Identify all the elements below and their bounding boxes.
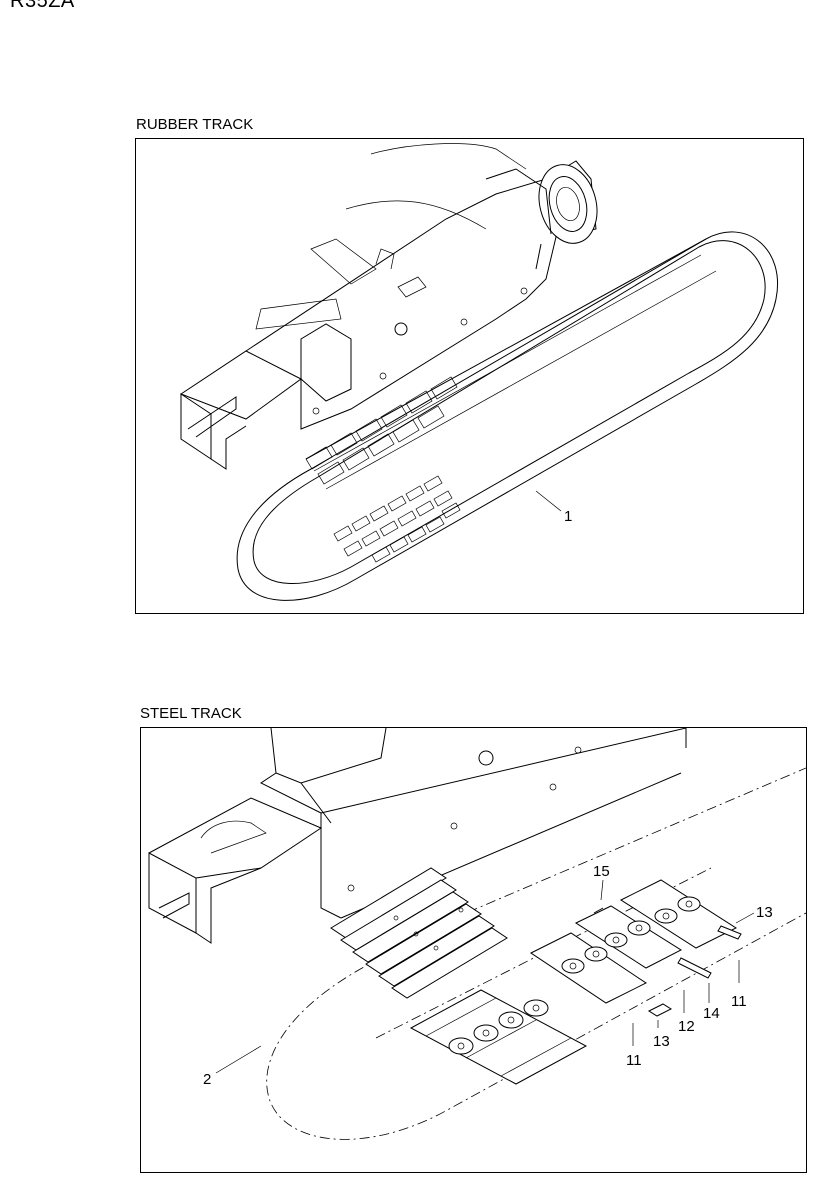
callout-2-label: 2 — [203, 1071, 211, 1088]
callouts: 2 15 13 11 14 12 13 11 — [203, 863, 773, 1088]
track-chain-upper[interactable] — [574, 879, 738, 969]
callout-15-label: 15 — [593, 863, 610, 880]
rubber-track-panel: 1 — [135, 138, 804, 614]
track-pins[interactable] — [593, 907, 742, 1017]
track-chain-lower[interactable] — [409, 989, 588, 1085]
steel-track-drawing: 2 15 13 11 14 12 13 11 — [148, 728, 806, 1140]
callout-14-label: 14 — [703, 1005, 720, 1022]
track-chain-middle[interactable] — [530, 932, 647, 1004]
steel-track-panel: 2 15 13 11 14 12 13 11 — [140, 727, 807, 1173]
rubber-track-title: RUBBER TRACK — [136, 116, 254, 133]
callout-11-lower-label: 11 — [626, 1052, 642, 1069]
callout-12-label: 12 — [678, 1018, 695, 1035]
steel-frame-drawing — [148, 728, 687, 944]
track-frame-drawing — [179, 143, 598, 470]
rubber-track-drawing: 1 — [179, 143, 778, 601]
callout-13-upper-label: 13 — [756, 904, 773, 921]
callout-1: 1 — [535, 490, 572, 525]
track-shoe-group[interactable] — [330, 867, 508, 999]
callout-11-upper-label: 11 — [731, 993, 747, 1010]
callout-13-lower-label: 13 — [653, 1033, 670, 1050]
model-code: R35ZA — [10, 0, 75, 12]
callout-1-label: 1 — [564, 508, 572, 525]
rubber-track-belt[interactable] — [236, 231, 778, 601]
steel-track-title: STEEL TRACK — [140, 705, 242, 722]
